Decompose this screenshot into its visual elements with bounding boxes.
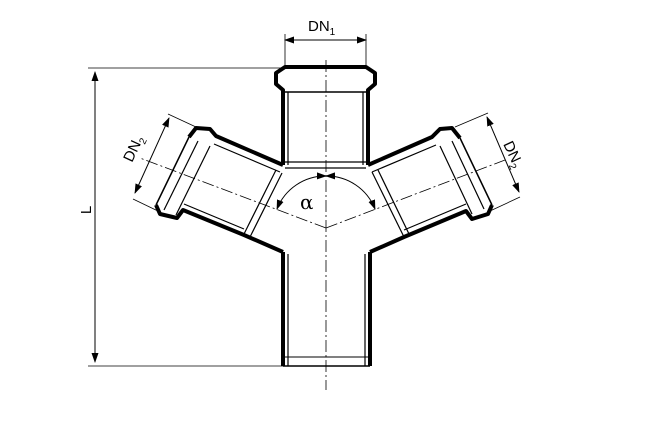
length-dimension: [88, 67, 285, 367]
dn1-dimension: [284, 34, 367, 66]
dn2-left-dimension: [132, 113, 197, 213]
length-label: L: [78, 206, 95, 214]
angle-label: α: [300, 190, 314, 214]
dn2-right-dimension: [454, 112, 521, 212]
top-socket: [274, 65, 377, 165]
right-branch-upper-wall: [367, 126, 462, 167]
centerlines: [139, 60, 506, 390]
right-branch-lower-wall: [369, 204, 494, 254]
left-branch-upper-wall: [187, 126, 284, 167]
dn2-right-label: DN2: [497, 139, 527, 173]
angle-dimension: [276, 172, 376, 210]
fitting-body: [154, 65, 494, 367]
left-branch-lower-wall: [154, 204, 284, 254]
dn1-label: DN1: [308, 18, 336, 38]
dn2-left-label: DN2: [120, 132, 150, 166]
right-branch-centerline: [325, 159, 506, 229]
left-branch-centerline: [139, 157, 327, 229]
